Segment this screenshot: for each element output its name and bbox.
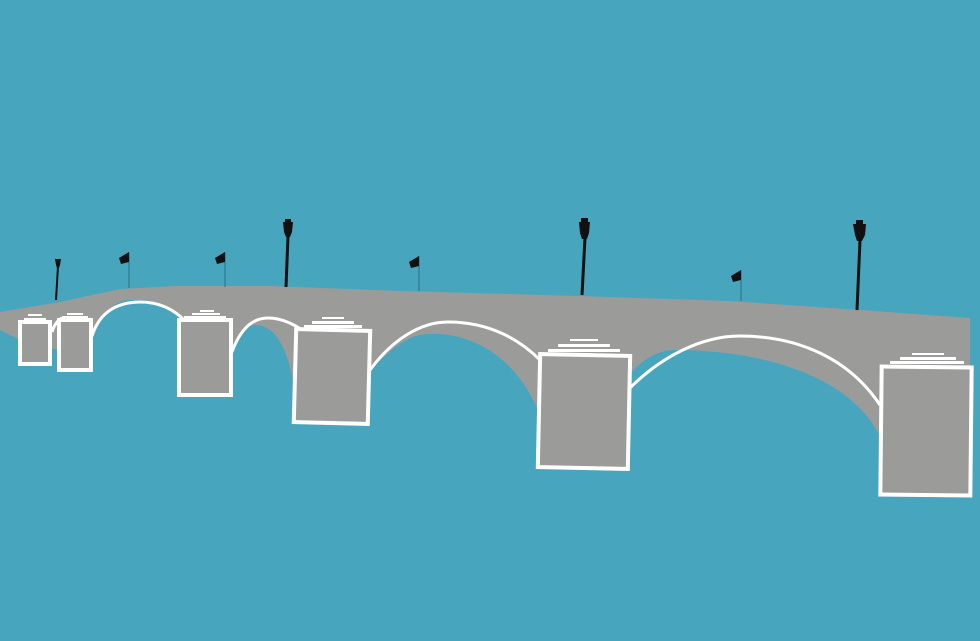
flag-icon [119, 252, 130, 288]
flag-icon [731, 270, 742, 301]
flag-icon [215, 252, 226, 287]
lamp-post-icon [853, 220, 866, 311]
bridge-piers [18, 310, 974, 498]
pier-3 [177, 310, 233, 397]
flag-icon [409, 256, 420, 291]
pier-2 [57, 313, 93, 372]
arch-trim-4 [628, 334, 882, 406]
arch-trim-3 [368, 320, 542, 371]
pier-6 [878, 353, 974, 498]
arch-trim-2 [230, 316, 303, 353]
pier-5 [535, 339, 633, 471]
flags [119, 252, 742, 301]
pier-1 [18, 314, 52, 366]
lamp-posts [55, 218, 866, 311]
lamp-post-icon [55, 259, 61, 301]
bridge-deck [0, 286, 970, 450]
pier-4 [291, 317, 373, 427]
lamp-post-icon [283, 219, 293, 288]
bridge-body [0, 286, 970, 450]
arch-trim-1 [90, 300, 188, 337]
lamp-post-icon [579, 218, 590, 296]
